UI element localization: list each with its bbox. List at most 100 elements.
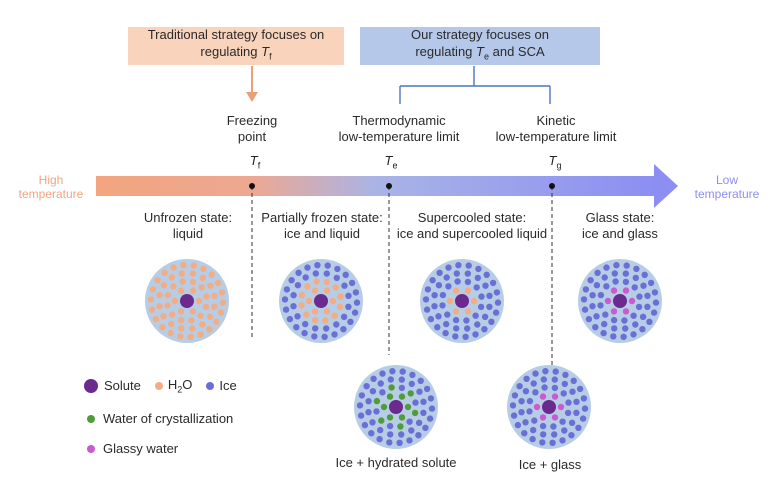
solute-dot [314,294,328,308]
molecule-dot [406,418,413,425]
molecule-dot [363,383,370,390]
molecule-dot [331,312,338,319]
molecule-dot [379,370,386,377]
molecule-dot [177,287,185,294]
molecule-dot [489,279,497,287]
molecule-dot [159,324,166,331]
molecule-dot [398,414,406,421]
molecule-dot [613,262,620,269]
molecule-dot [521,430,528,437]
molecule-dot [348,279,356,287]
molecule-dot [429,277,436,284]
molecule-dot [387,376,394,383]
solute-dot [389,400,403,414]
molecule-dot [522,419,529,426]
molecule-dot [445,283,452,290]
molecule-dot [464,287,472,294]
ice-legend-dot [206,381,215,390]
molecule-dot [301,329,308,337]
molecule-dot [347,318,354,325]
molecule-dot [452,308,460,315]
molecule-dot [293,324,300,331]
molecule-dot [164,302,171,309]
molecule-dot [195,297,203,305]
molecule-dot [552,368,559,375]
molecule-dot [589,292,596,299]
molecule-dot [610,287,618,294]
molecule-dot [442,329,449,337]
molecule-dot [511,392,519,399]
molecule-dot [472,331,479,338]
molecule-dot [610,333,617,340]
molecule-dot [380,403,388,411]
caption-ice-hydrated-solute: Ice + hydrated solute [335,455,457,470]
molecule-dot [357,412,365,419]
molecule-dot [570,377,577,384]
molecule-dot [397,423,404,430]
legend-water-of-crystallization: Water of crystallization [103,411,234,426]
molecule-dot [474,321,481,328]
molecule-dot [321,333,328,340]
molecule-dot [197,312,204,319]
molecule-dot [453,270,460,277]
molecule-dot [411,409,419,417]
molecule-dot [542,368,549,375]
molecule-dot [294,313,301,320]
molecule-dot [540,431,547,438]
molecule-dot [370,375,377,382]
molecule-dot [604,297,612,305]
molecule-dot [579,415,587,422]
molecule-dot [373,397,381,405]
molecule-dot [386,393,394,400]
molecule-dot [560,390,567,397]
molecule-dot [198,284,205,291]
molecule-dot [177,316,185,324]
traditional-strategy-line1: Traditional strategy focuses on [147,27,325,43]
molecule-dot [622,278,630,286]
molecule-dot [526,397,534,405]
molecule-dot [282,306,290,313]
kinetic-limit-label: Kinetic low-temperature limit [495,113,617,144]
molecule-dot [454,278,461,285]
molecule-dot [580,296,588,303]
molecule-dot [646,318,653,325]
molecule-dot [540,376,547,383]
molecule-dot [594,269,601,276]
molecule-dot [622,325,629,332]
molecule-dot [219,299,227,306]
molecule-dot [417,377,424,384]
molecule-dot [314,262,321,269]
molecule-dot [311,316,319,324]
molecule-dot [169,311,176,318]
molecule-dot [407,390,414,397]
molecule-dot [170,264,177,271]
molecule-dot [492,309,500,316]
solute-dot [455,294,469,308]
molecule-dot [202,303,210,311]
molecule-dot [203,293,210,300]
molecule-dot [539,439,546,446]
molecule-dot [288,277,295,284]
molecule-dot [428,405,436,412]
molecule-dot [311,308,319,315]
molecule-dot [644,303,651,310]
molecule-dot [551,393,559,400]
molecule-dot [369,388,377,395]
tg-point [549,183,555,189]
molecule-dot [641,271,648,278]
molecule-dot [610,316,618,324]
molecule-dot [187,333,194,340]
molecule-dot [601,320,608,328]
molecule-dot [632,274,639,282]
molecule-dot [312,270,319,277]
molecule-dot [199,274,206,282]
molecule-dot [597,302,604,309]
molecule-dot [518,409,525,416]
solute-dot [180,294,194,308]
molecule-dot [389,368,396,375]
molecule-dot [452,333,459,340]
molecule-dot [283,286,291,293]
molecule-dot [601,274,608,281]
molecule-dot [633,265,640,273]
molecule-dot [340,326,347,333]
